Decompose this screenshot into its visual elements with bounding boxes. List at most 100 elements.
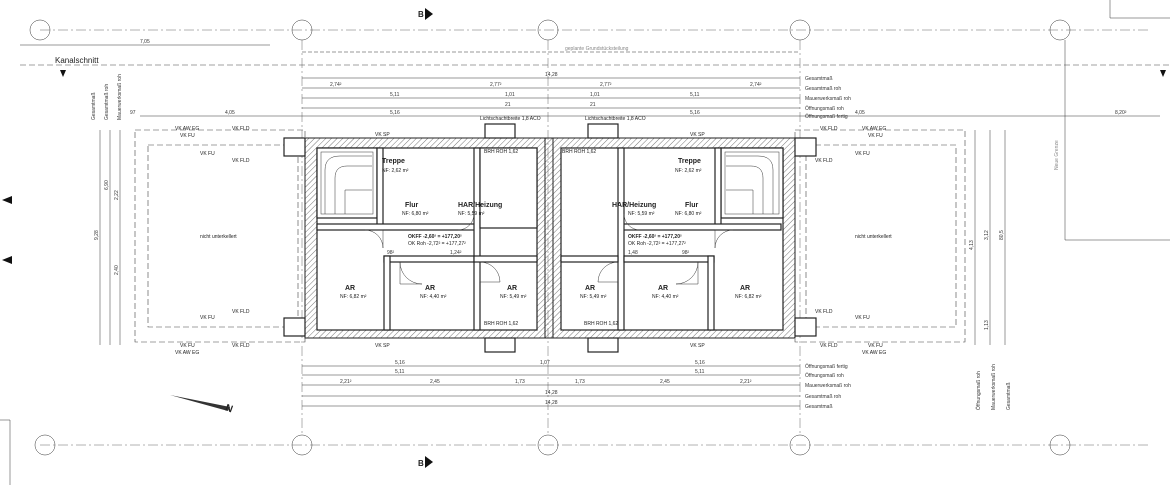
chain-label: Öffnungsmaß roh [805, 105, 844, 112]
dim-label: 1,24² [450, 250, 462, 256]
left-vertical-dims: 9,28 6,90 2,40 2,22 Gesamtmaß Gesamtmaß … [91, 74, 123, 345]
room-area: NF: 5,49 m² [580, 294, 607, 300]
dim-label: 2,22 [114, 190, 120, 200]
room-name: AR [425, 285, 435, 292]
kanalschnitt-text: Kanalschnitt [55, 56, 99, 65]
room-area: NF: 2,62 m² [382, 168, 409, 174]
left-marker-icon [2, 196, 12, 204]
dim-label: 9,28 [94, 230, 100, 240]
dim-label: 7,05 [140, 39, 150, 45]
section-marker-bottom: B [418, 456, 433, 468]
north-arrow-icon: N [170, 395, 234, 415]
dim-label: 98² [387, 250, 395, 256]
room-area: NF: 6,82 m² [735, 294, 762, 300]
vk-label: VK AW EG [175, 350, 199, 356]
vk-label: VK FLD [232, 343, 250, 349]
dim-label: 5,11 [395, 369, 405, 375]
vk-label: VK FU [180, 343, 195, 349]
section-marker-top: B [418, 8, 433, 20]
chain-label: Öffnungsmaß roh [805, 372, 844, 379]
room-area: NF: 5,59 m² [458, 211, 485, 217]
dim-label: 1,01 [505, 92, 515, 98]
dim-label: 5,11 [690, 92, 700, 98]
dim-label: 5,11 [695, 369, 705, 375]
chain-label: Gesamtmaß [91, 92, 97, 120]
room-area: NF: 4,40 m² [420, 294, 447, 300]
vk-label: VK FU [855, 151, 870, 157]
room-area: NF: 2,62 m² [675, 168, 702, 174]
svg-text:N: N [224, 403, 235, 416]
dim-label: 1,01 [590, 92, 600, 98]
dim-label: 1,07 [540, 360, 550, 366]
dim-label: 98² [682, 250, 690, 256]
dim-label: 14,28 [545, 390, 558, 396]
chain-label: Mauerwerksmaß roh [117, 74, 123, 120]
dim-label: 21 [590, 102, 596, 108]
chain-label: Gesamtmaß [805, 404, 833, 410]
dim-label: 1,48 [628, 250, 638, 256]
dim-label: 1,73 [515, 379, 525, 385]
unbasemented-label-left: nicht unterkellert [200, 234, 237, 240]
level-label: OK Roh -2,72² = +177,27² [628, 241, 686, 247]
top-dimension-chains: 14,28 Gesamtmaß 2,74² 2,77² 2,77² 2,74² … [130, 72, 1160, 120]
room-name: Flur [685, 202, 698, 209]
chain-label: Öffnungsmaß fertig [805, 113, 848, 120]
dim-label: 97 [130, 110, 136, 116]
section-letter: B [418, 459, 424, 468]
dim-label: 2,21² [740, 379, 752, 385]
dim-label: 5,16 [695, 360, 705, 366]
dim-label: 80,5 [999, 230, 1005, 240]
room-name: Treppe [382, 158, 405, 165]
vk-label: VK FU [180, 133, 195, 139]
room-name: Flur [405, 202, 418, 209]
property-line-label: geplante Grundstücksteilung [565, 46, 629, 52]
vk-label: VK FLD [232, 158, 250, 164]
dim-label: 1,13 [984, 320, 990, 330]
room-name: AR [507, 285, 517, 292]
dim-label: 4,05 [855, 110, 865, 116]
dim-label: 4,13 [969, 240, 975, 250]
room-area: NF: 4,40 m² [652, 294, 679, 300]
room-name: AR [658, 285, 668, 292]
axis-circle [789, 434, 811, 456]
chain-label: Öffnungsmaß fertig [805, 363, 848, 370]
chain-label: Mauerwerksmaß roh [991, 364, 997, 410]
room-name: AR [740, 285, 750, 292]
dim-label: 3,12 [984, 230, 990, 240]
vk-label: VK SP [375, 343, 390, 349]
room-name: AR [345, 285, 355, 292]
chain-label: Mauerwerksmaß roh [805, 96, 851, 102]
chain-label: Öffnungsmaß roh [975, 371, 982, 410]
room-name: Treppe [678, 158, 701, 165]
vk-label: VK SP [690, 343, 705, 349]
dim-label: 8,20² [1115, 110, 1127, 116]
axis-circle [34, 434, 56, 456]
section-letter: B [418, 10, 424, 19]
vk-label: VK FLD [232, 309, 250, 315]
house-right: Lichtschachtbreite 1,8 ACO BRH ROH 1,62 … [552, 116, 817, 353]
vk-label: VK FU [200, 315, 215, 321]
brh-label: BRH ROH 1,62 [584, 321, 618, 327]
brh-label: BRH ROH 1,62 [484, 321, 518, 327]
level-label: OKFF -2,60² = +177,20² [628, 234, 682, 240]
axis-circle [537, 434, 559, 456]
vk-label: VK FU [868, 343, 883, 349]
vk-label: VK AW EG [175, 126, 199, 132]
room-name: AR [585, 285, 595, 292]
bottom-dimension-chains: 5,16 1,07 5,16 Öffnungsmaß fertig 5,11 5… [302, 360, 851, 410]
vk-label: VK FLD [820, 343, 838, 349]
vk-label: VK SP [375, 132, 390, 138]
chain-label: Gesamtmaß roh [104, 84, 110, 120]
room-name: HAR/Heizung [612, 202, 656, 209]
dim-label: 2,74² [750, 82, 762, 88]
level-label: OK Roh -2,72² = +177,27² [408, 241, 466, 247]
axis-circle [291, 434, 313, 456]
vk-label: VK AW EG [862, 350, 886, 356]
vk-label: VK FLD [815, 309, 833, 315]
brh-label: BRH ROH 1,62 [484, 149, 518, 155]
chain-label: Gesamtmaß [805, 76, 833, 82]
house-left: Lichtschachtbreite 1,8 ACO BRH ROH 1,62 … [283, 116, 546, 353]
light-shaft-label: Lichtschachtbreite 1,8 ACO [480, 116, 541, 122]
vk-label: VK FU [868, 133, 883, 139]
